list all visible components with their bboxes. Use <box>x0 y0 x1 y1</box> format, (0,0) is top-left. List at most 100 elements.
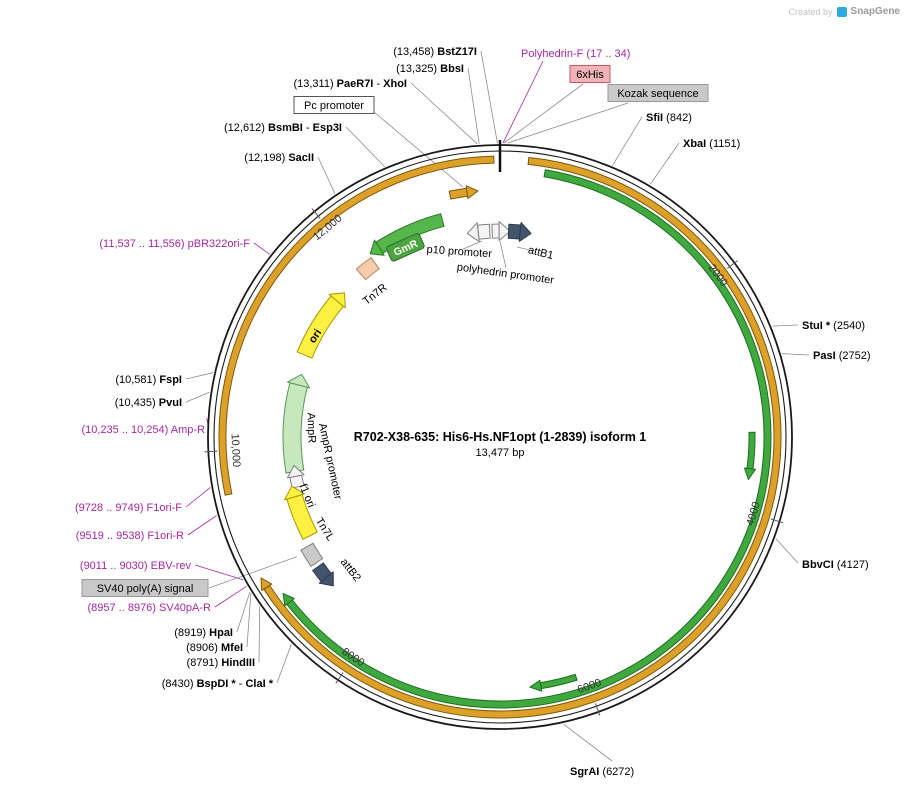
sixhis-label-leader <box>503 83 584 144</box>
feature-leader-2 <box>499 240 507 269</box>
tn7l-box[interactable] <box>300 542 324 568</box>
primer-polyhedrin-f[interactable]: Polyhedrin-F (17 .. 34) <box>521 48 630 60</box>
attb1-box[interactable] <box>507 223 522 240</box>
site-bspdi-clai[interactable]: (8430) BspDI * - ClaI * <box>162 678 274 690</box>
ampr-promoter-arrow-arrowhead[interactable] <box>286 465 305 479</box>
sv40-polya-label-leader <box>208 556 297 589</box>
direction-chevron-2-arrowhead[interactable] <box>529 679 543 692</box>
site-fspi[interactable]: (10,581) FspI <box>115 374 182 386</box>
site-bbsi[interactable]: (13,325) BbsI <box>396 63 464 75</box>
primer-f1ori-r-leader <box>187 515 217 536</box>
polyhedrin-promoter-arrow-arrowhead[interactable] <box>498 221 511 241</box>
tn7r-box[interactable] <box>355 256 380 281</box>
direction-chevron-1[interactable] <box>746 431 756 470</box>
site-xbai[interactable]: XbaI (1151) <box>683 138 740 150</box>
kozak-label-box[interactable] <box>607 84 709 102</box>
ampr-arrow[interactable] <box>282 382 308 474</box>
ori-arrow-arrowhead[interactable] <box>328 292 346 309</box>
site-sfii[interactable]: SfiI (842) <box>646 112 692 124</box>
ampr-arrow-arrowhead[interactable] <box>287 373 311 389</box>
tick-12000 <box>311 208 321 219</box>
p10-promoter-arrow-arrowhead[interactable] <box>466 222 480 243</box>
site-stui[interactable]: StuI * (2540) <box>802 320 865 332</box>
tick-8000 <box>335 672 344 684</box>
site-bstz17i-leader <box>480 50 498 144</box>
pc-promoter-label[interactable]: Pc promoter <box>304 100 364 112</box>
backbone-feature-arc[interactable] <box>218 155 495 496</box>
attb2-label[interactable]: attB2 <box>338 556 363 584</box>
site-sgrai[interactable]: SgrAI (6272) <box>570 766 634 778</box>
sv40-polya-label-box[interactable] <box>81 579 209 597</box>
primer-sv40pa-r-leader <box>214 585 247 608</box>
site-pvui[interactable]: (10,435) PvuI <box>115 397 182 409</box>
site-bsmbi-esp3i-leader <box>345 126 385 167</box>
site-paer7i-xhoi[interactable]: (13,311) PaeR7I - XhoI <box>293 78 407 90</box>
direction-chevron-1-arrowhead[interactable] <box>744 467 756 481</box>
primer-ebv-rev[interactable]: (9011 .. 9030) EBV-rev <box>80 560 192 572</box>
pc-promoter-arrow[interactable] <box>448 187 469 200</box>
kozak-label-leader <box>507 102 629 144</box>
tick-2000 <box>726 260 739 269</box>
primer-polyhedrin-f-leader <box>502 60 544 144</box>
kozak-label[interactable]: Kozak sequence <box>617 88 698 100</box>
site-bbsi-leader <box>467 67 480 144</box>
snapgene-logo-icon <box>836 6 847 17</box>
site-hpai-leader <box>236 591 251 633</box>
attb2-box-arrowhead[interactable] <box>318 571 334 587</box>
attb1-box-arrowhead[interactable] <box>518 222 532 242</box>
tick-4000 <box>770 518 784 524</box>
pc-promoter-arrow-arrowhead[interactable] <box>465 185 479 200</box>
site-pasi[interactable]: PasI (2752) <box>813 350 871 362</box>
site-hindiii[interactable]: (8791) HindIII <box>187 657 255 669</box>
site-bsmbi-esp3i[interactable]: (12,612) BsmBI - Esp3I <box>224 122 342 134</box>
direction-chevron-2[interactable] <box>539 673 578 690</box>
site-fspi-leader <box>185 372 214 380</box>
ori-arrow[interactable] <box>296 295 345 359</box>
site-bstz17i[interactable]: (13,458) BstZ17I <box>393 46 477 58</box>
tn7r-label[interactable]: Tn7R <box>361 282 390 308</box>
nf1-arc-arrowhead[interactable] <box>282 592 295 607</box>
site-sacii[interactable]: (12,198) SacII <box>244 152 314 164</box>
f1-ori-arrow-arrowhead[interactable] <box>284 485 306 501</box>
p10-promoter-arrow[interactable] <box>476 223 491 240</box>
pc-promoter-label-box[interactable] <box>293 96 375 114</box>
site-hpai[interactable]: (8919) HpaI <box>174 627 233 639</box>
tick-10000 <box>204 450 218 453</box>
watermark-brand: SnapGene <box>850 6 900 17</box>
primer-amp-r[interactable]: (10,235 .. 10,254) Amp-R <box>81 424 205 436</box>
primer-sv40pa-r[interactable]: (8957 .. 8976) SV40pA-R <box>87 602 211 614</box>
primer-pbr322ori-f-leader <box>253 242 270 255</box>
feature-leader-3 <box>516 246 535 252</box>
ampr-label[interactable]: AmpR <box>304 412 317 443</box>
site-pvui-leader <box>185 391 210 403</box>
site-bspdi-clai-leader <box>276 644 292 684</box>
primer-pbr322ori-f[interactable]: (11,537 .. 11,556) pBR322ori-F <box>99 238 250 250</box>
primer-f1ori-f[interactable]: (9728 .. 9749) F1ori-F <box>75 502 182 514</box>
site-sgrai-leader <box>563 723 613 762</box>
site-mfei[interactable]: (8906) MfeI <box>186 642 243 654</box>
site-bbvci[interactable]: BbvCI (4127) <box>802 559 869 571</box>
sixhis-label[interactable]: 6xHis <box>576 69 604 81</box>
sv40-polya-label[interactable]: SV40 poly(A) signal <box>97 583 194 595</box>
site-pasi-leader <box>781 353 810 356</box>
ampr-promoter-label[interactable]: AmpR promoter <box>316 422 344 501</box>
gmr-arrow-arrowhead[interactable] <box>369 239 385 256</box>
polyhedrin-promoter-arrow[interactable] <box>491 223 500 239</box>
cds-arc-arrowhead[interactable] <box>260 577 273 592</box>
attb1-label[interactable]: attB1 <box>527 244 555 262</box>
site-hindiii-leader <box>258 606 261 663</box>
cds-arc[interactable] <box>263 156 782 719</box>
primer-f1ori-r[interactable]: (9519 .. 9538) F1ori-R <box>76 530 184 542</box>
tick-label-10000: 10,000 <box>228 433 242 467</box>
site-sacii-leader <box>317 156 336 194</box>
sixhis-label-box[interactable] <box>569 65 611 83</box>
gmr-label-box[interactable] <box>386 233 425 262</box>
site-stui-leader <box>772 324 799 327</box>
site-paer7i-xhoi-leader <box>410 82 478 145</box>
primer-f1ori-f-leader <box>185 487 211 508</box>
watermark: Created by SnapGene <box>789 6 901 17</box>
p10-promoter-label[interactable]: p10 promoter <box>426 244 492 261</box>
tick-6000 <box>595 703 601 716</box>
